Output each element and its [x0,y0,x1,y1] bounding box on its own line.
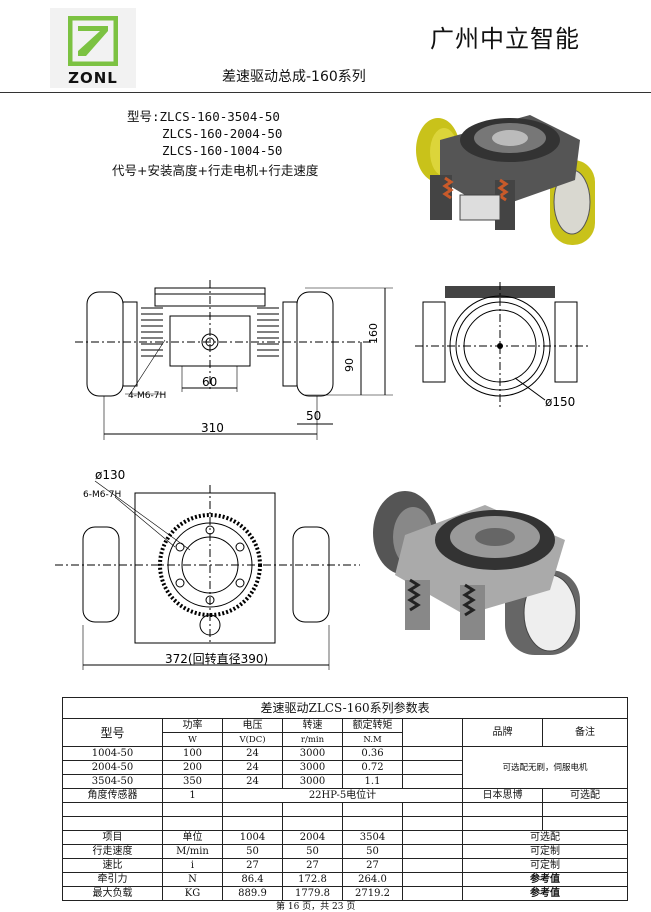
dim-90: 90 [343,358,356,372]
unit-voltage: V(DC) [222,732,283,747]
header-divider [0,92,651,93]
empty-row [62,802,629,817]
dim-60: 60 [202,375,217,389]
dim-phi150: ø150 [545,395,575,409]
dim-phi130: ø130 [95,468,125,482]
header-power: 功率 [162,718,223,733]
drive-unit-render-bottom [373,491,580,655]
side-view-drawing: ø150 [415,282,590,409]
front-view-drawing: 160 90 60 50 310 4-M6-7H [75,280,393,440]
table-row: 3504-50 350 24 3000 1.1 [62,774,628,789]
spec-row: 速比 i 27 27 27 可定制 [62,858,629,873]
top-view-drawing: ø130 6-M6-7H 372(回转直径390) [55,468,360,670]
sensor-row: 角度传感器 1 22HP-5电位计 日本思博 可选配 [62,788,629,803]
spec-row: 行走速度 M/min 50 50 50 可定制 [62,844,629,859]
logo-text: ZONL [68,69,118,87]
header-brand: 品牌 [462,718,543,747]
dim-160: 160 [367,323,380,344]
header-voltage: 电压 [222,718,283,733]
parameter-table: 差速驱动ZLCS-160系列参数表 型号 功率 电压 转速 额定转矩 品牌 备注… [61,697,629,901]
dim-372: 372(回转直径390) [165,651,268,666]
company-logo: ZONL [50,8,136,88]
brand-note: 可选配无刷，伺服电机 [461,746,629,789]
page-footer: 第 16 页，共 23 页 [276,902,356,912]
dim-310: 310 [201,421,224,435]
unit-torque: N.M [342,732,403,747]
dim-4-m6-7h: 4-M6-7H [128,391,166,401]
header-remark: 备注 [541,718,629,747]
table-title: 差速驱动ZLCS-160系列参数表 [61,697,629,719]
empty-row [62,816,629,831]
unit-speed: r/min [282,732,343,747]
model-line-3: ZLCS-160-1004-50 [162,143,283,158]
table-row: 1004-50 100 24 3000 0.36 可选配无刷，伺服电机 [62,746,629,789]
zonl-logo-mark [68,16,118,66]
header-torque: 额定转矩 [342,718,403,733]
header-speed: 转速 [282,718,343,733]
model-line-1: 型号:ZLCS-160-3504-50 [127,109,280,124]
unit-power: W [162,732,223,747]
table-row: 2004-50 200 24 3000 0.72 [62,760,628,775]
spec-row: 牵引力 N 86.4 172.8 264.0 参考值 [62,872,629,887]
dim-50: 50 [306,409,321,423]
model-line-2: ZLCS-160-2004-50 [162,126,283,141]
document-title: 差速驱动总成-160系列 [222,69,366,85]
company-name: 广州中立智能 [430,25,580,53]
spec-header-row: 项目 单位 1004 2004 3504 可选配 [62,830,629,845]
dim-6-m6-7h: 6-M6-7H [83,490,121,500]
drive-unit-render-top [416,115,595,245]
spec-row: 最大负载 KG 889.9 1779.8 2719.2 参考值 [62,886,629,901]
header-model: 型号 [62,718,163,747]
model-code-legend: 代号+安装高度+行走电机+行走速度 [112,163,319,178]
